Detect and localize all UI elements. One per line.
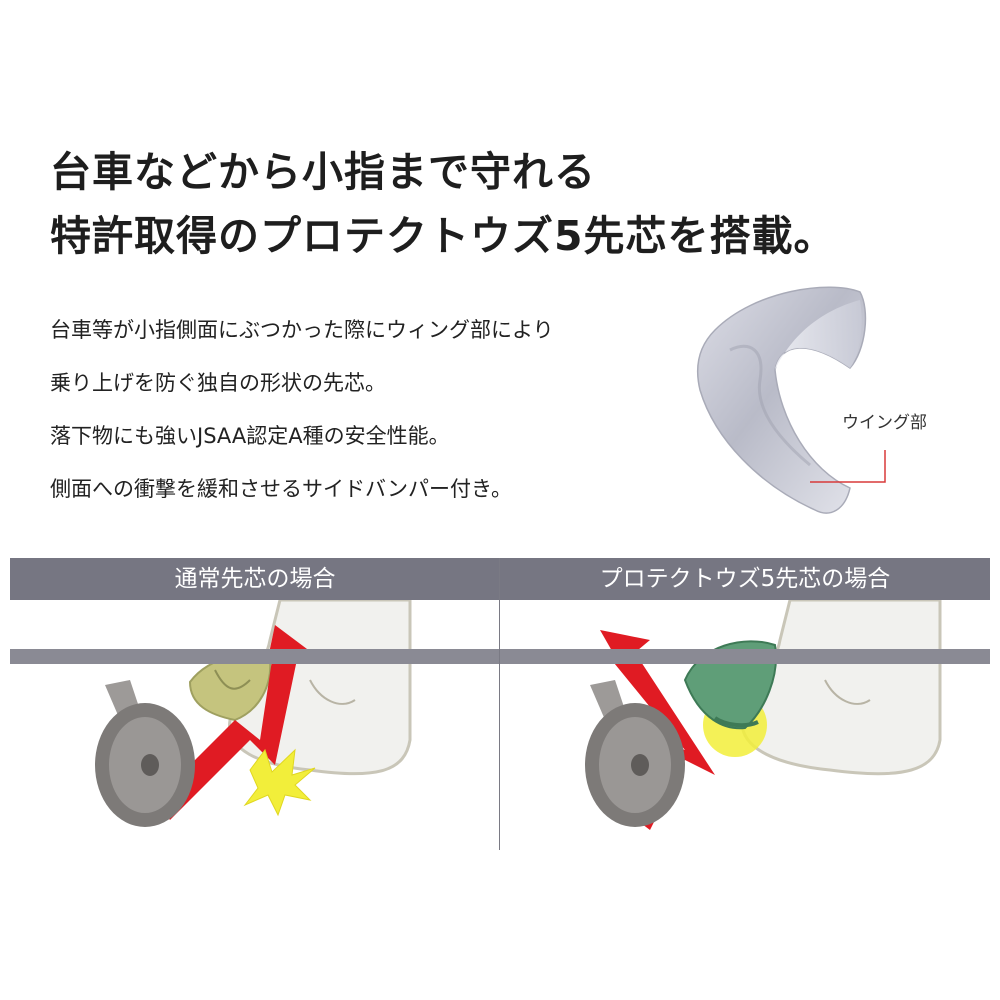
wing-leader-line — [810, 450, 886, 483]
feature-line-4: 側面への衝撃を緩和させるサイドバンパー付き。 — [50, 477, 512, 501]
toecap-image — [696, 286, 886, 514]
headline: 台車などから小指まで守れる 特許取得のプロテクトウズ5先芯を搭載。 — [50, 140, 950, 268]
impact-burst — [243, 748, 316, 817]
overlay-band — [10, 649, 990, 664]
protect-toes-illustration — [585, 600, 942, 830]
feature-line-1: 台車等が小指側面にぶつかった際にウィング部により — [50, 318, 554, 342]
headline-line-2: 特許取得のプロテクトウズ5先芯を搭載。 — [50, 212, 836, 260]
standard-toecap-title: 通常先芯の場合 — [174, 566, 336, 592]
headline-line-1: 台車などから小指まで守れる — [50, 148, 596, 196]
comparison-header-band — [10, 558, 990, 600]
feature-line-3: 落下物にも強いJSAA認定A種の安全性能。 — [50, 424, 450, 448]
protect-toes-title: プロテクトウズ5先芯の場合 — [599, 566, 891, 592]
standard-toecap-illustration — [95, 600, 412, 827]
comparison-divider — [499, 558, 500, 850]
wing-part-label: ウイング部 — [842, 413, 927, 433]
feature-line-2: 乗り上げを防ぐ独自の形状の先芯。 — [50, 371, 386, 395]
feature-description: 台車等が小指側面にぶつかった際にウィング部により 乗り上げを防ぐ独自の形状の先芯… — [50, 304, 670, 516]
